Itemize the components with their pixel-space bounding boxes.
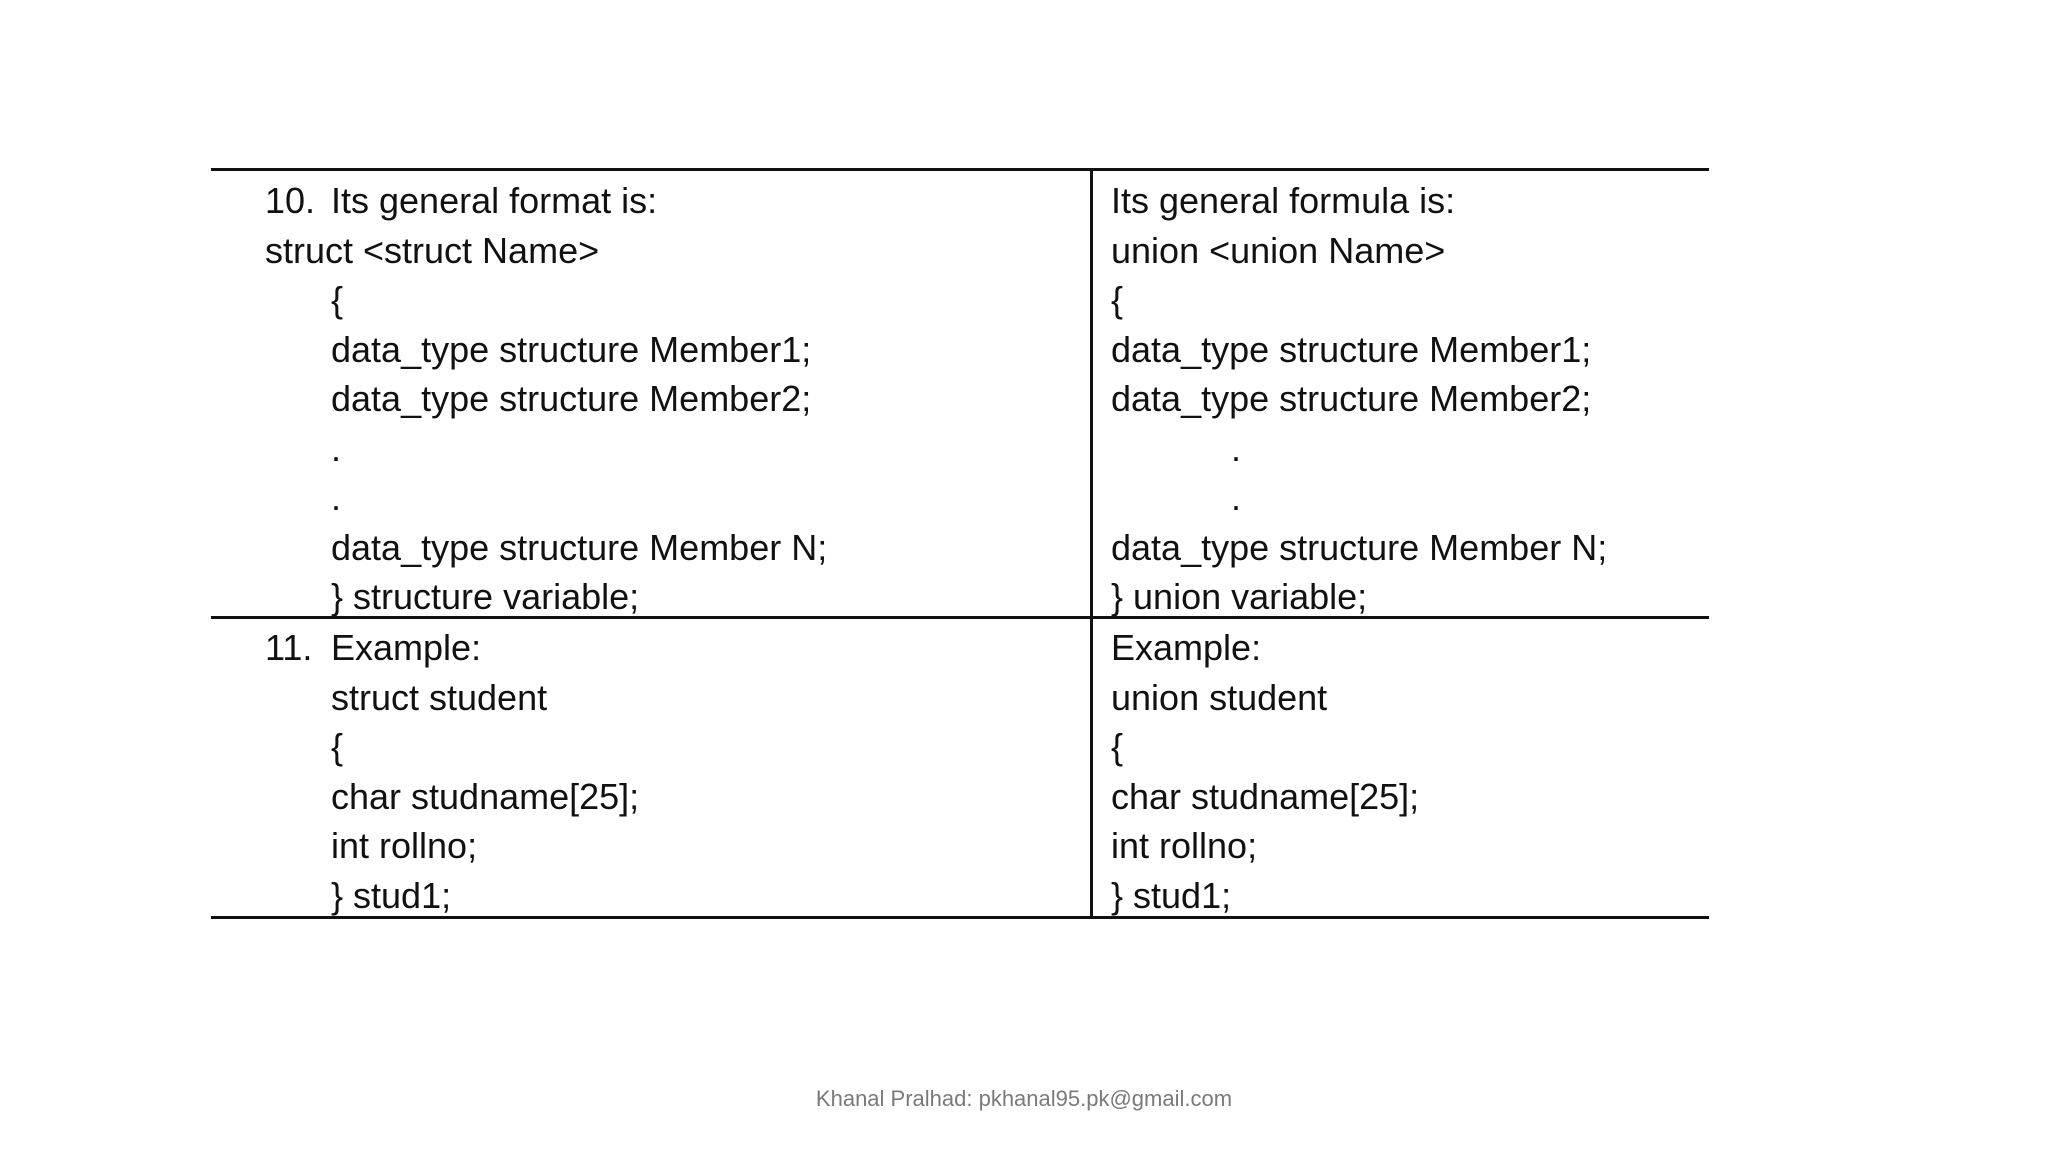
code-line: { <box>331 726 344 767</box>
code-line: struct <struct Name> <box>265 229 600 271</box>
union-example-cell: Example: union student { char studname[2… <box>1111 623 1701 920</box>
code-line: union student <box>1111 676 1328 718</box>
struct-example-cell: 11.Example: struct student { char studna… <box>265 623 1065 920</box>
footer-credit: Khanal Pralhad: pkhanal95.pk@gmail.com <box>815 1086 1233 1111</box>
code-line: struct student <box>331 676 548 718</box>
struct-example-heading: 11.Example: <box>265 623 1065 673</box>
row-number: 11. <box>265 627 313 668</box>
code-line: data_type structure Member N; <box>1111 526 1608 568</box>
code-line: union <union Name> <box>1111 229 1446 271</box>
code-line: } structure variable; <box>331 576 640 617</box>
code-line: data_type structure Member1; <box>1111 328 1592 370</box>
code-line: { <box>331 279 344 320</box>
code-line: } union variable; <box>1111 576 1368 617</box>
ellipsis-dot: . <box>331 477 342 518</box>
ellipsis-dot: . <box>1231 477 1242 518</box>
code-line: data_type structure Member2; <box>331 378 812 419</box>
code-line: data_type structure Member2; <box>1111 378 1592 419</box>
struct-format-heading: 10.Its general format is: <box>265 176 1065 226</box>
code-line: { <box>1111 279 1124 320</box>
code-line: int rollno; <box>331 825 478 866</box>
code-line: } stud1; <box>331 874 452 916</box>
table-column-divider <box>1090 168 1093 919</box>
code-line: char studname[25]; <box>331 775 640 817</box>
struct-format-cell: 10.Its general format is: struct <struct… <box>265 176 1065 622</box>
code-line: int rollno; <box>1111 825 1258 866</box>
code-line: } stud1; <box>1111 874 1232 916</box>
table-row-divider <box>211 616 1709 619</box>
code-line: data_type structure Member N; <box>331 526 828 568</box>
code-line: data_type structure Member1; <box>331 328 812 370</box>
code-line: char studname[25]; <box>1111 775 1420 817</box>
table-bottom-rule <box>211 916 1709 919</box>
union-example-heading: Example: <box>1111 627 1262 668</box>
union-formula-heading: Its general formula is: <box>1111 180 1456 221</box>
comparison-table: 10.Its general format is: struct <struct… <box>211 168 1709 919</box>
code-line: { <box>1111 726 1124 767</box>
ellipsis-dot: . <box>1231 427 1242 469</box>
table-top-rule <box>211 168 1709 171</box>
row-number: 10. <box>265 180 316 221</box>
union-formula-cell: Its general formula is: union <union Nam… <box>1111 176 1701 622</box>
ellipsis-dot: . <box>331 427 342 469</box>
